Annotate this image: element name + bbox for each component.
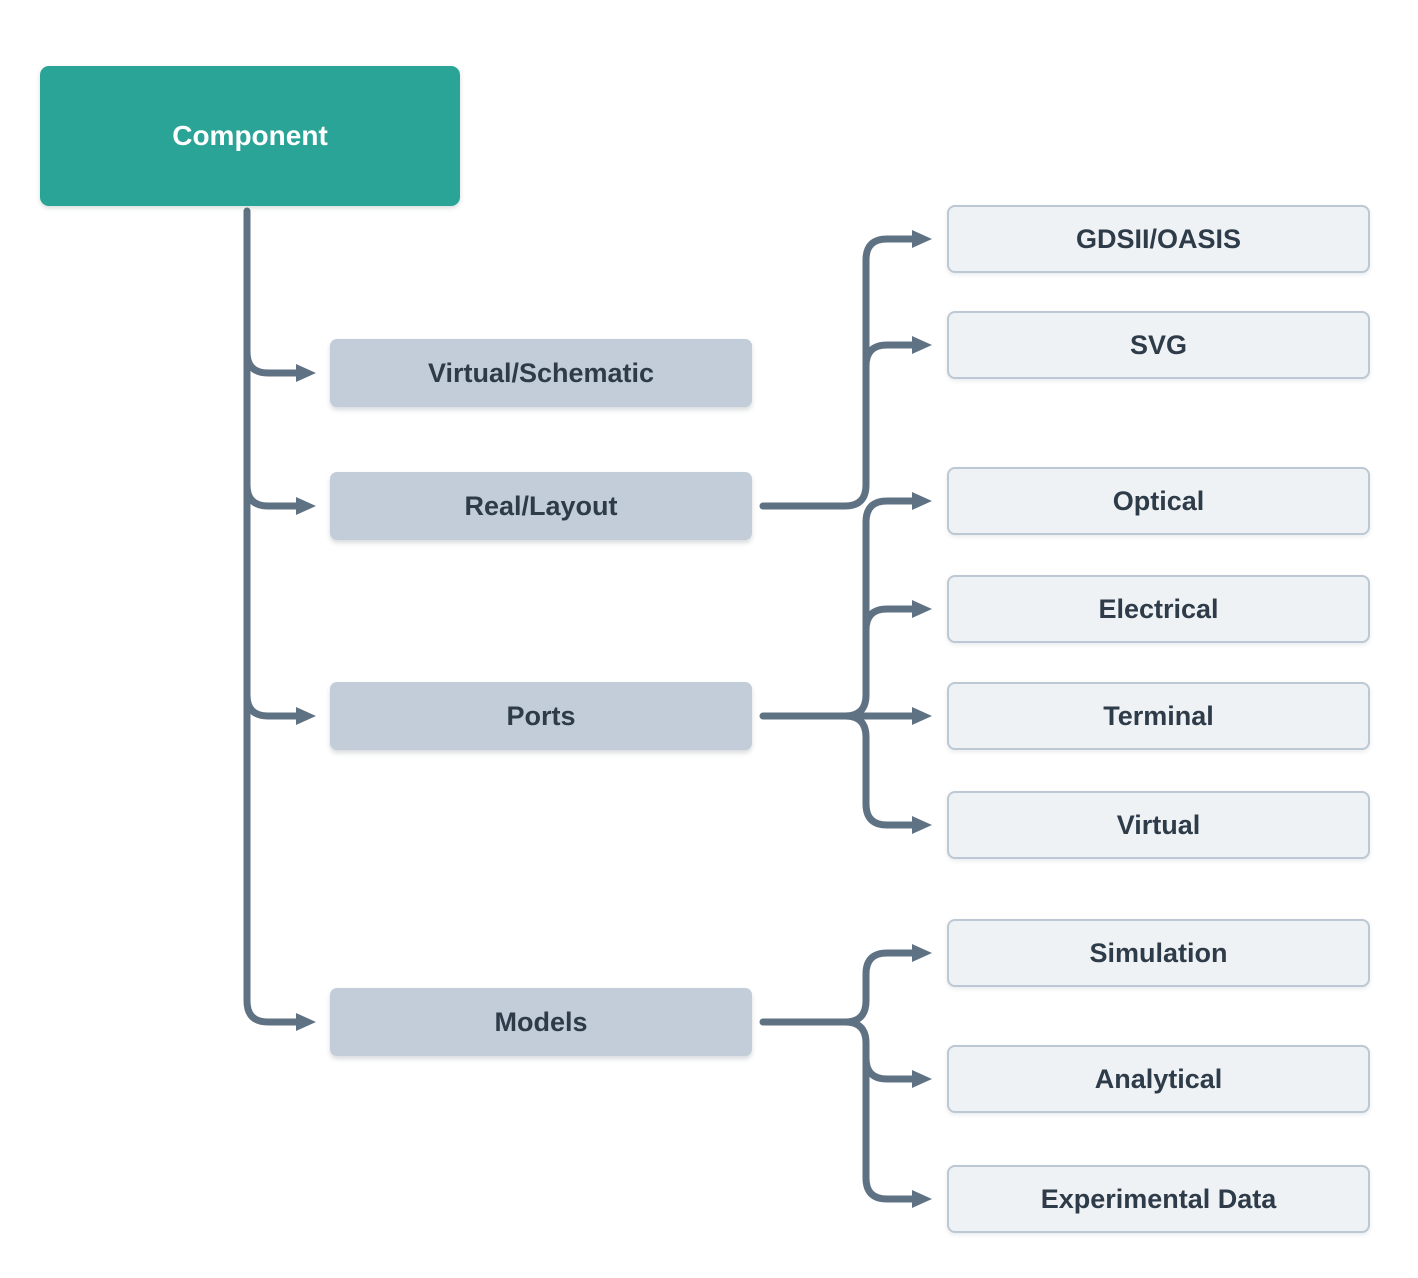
connector-models-to-simulation bbox=[759, 944, 932, 1026]
node-label: Terminal bbox=[1103, 700, 1214, 731]
node-label: Optical bbox=[1112, 485, 1205, 516]
node-svg: SVG bbox=[947, 311, 1370, 379]
node-label: Virtual/Schematic bbox=[427, 357, 655, 388]
node-experimental-data: Experimental Data bbox=[947, 1165, 1370, 1233]
node-ports: Ports bbox=[330, 682, 752, 750]
connector-models-to-experimental-data bbox=[841, 1018, 932, 1208]
node-real-layout: Real/Layout bbox=[330, 472, 752, 540]
node-component: Component bbox=[40, 66, 460, 206]
connector-ports-to-electrical bbox=[862, 600, 932, 634]
node-gdsii-oasis: GDSII/OASIS bbox=[947, 205, 1370, 273]
connector-branch-virtual-schematic bbox=[243, 348, 316, 382]
node-label: Virtual bbox=[1116, 809, 1201, 840]
node-label: Simulation bbox=[1089, 937, 1228, 968]
node-label: Component bbox=[172, 120, 328, 151]
node-label: Analytical bbox=[1094, 1063, 1223, 1094]
node-label: GDSII/OASIS bbox=[1075, 223, 1242, 254]
connector-branch-ports bbox=[243, 691, 316, 725]
connector-ports-to-optical bbox=[841, 492, 932, 720]
node-electrical: Electrical bbox=[947, 575, 1370, 643]
node-label: Experimental Data bbox=[1040, 1183, 1277, 1214]
connector-models-to-analytical bbox=[862, 1054, 932, 1088]
node-label: SVG bbox=[1129, 329, 1188, 360]
node-optical: Optical bbox=[947, 467, 1370, 535]
node-virtual-schematic: Virtual/Schematic bbox=[330, 339, 752, 407]
node-analytical: Analytical bbox=[947, 1045, 1370, 1113]
node-label: Real/Layout bbox=[464, 490, 618, 521]
node-virtual: Virtual bbox=[947, 791, 1370, 859]
connector-ports-to-virtual bbox=[841, 712, 932, 834]
node-label: Ports bbox=[506, 700, 576, 731]
node-simulation: Simulation bbox=[947, 919, 1370, 987]
node-label: Electrical bbox=[1098, 593, 1219, 624]
connector-root-trunk-to-models bbox=[243, 207, 316, 1031]
connector-branch-real-layout bbox=[243, 481, 316, 515]
connector-real-layout-to-svg bbox=[862, 336, 932, 370]
node-label: Models bbox=[494, 1006, 588, 1037]
connector-real-layout-to-gdsii bbox=[759, 230, 932, 510]
node-models: Models bbox=[330, 988, 752, 1056]
node-terminal: Terminal bbox=[947, 682, 1370, 750]
